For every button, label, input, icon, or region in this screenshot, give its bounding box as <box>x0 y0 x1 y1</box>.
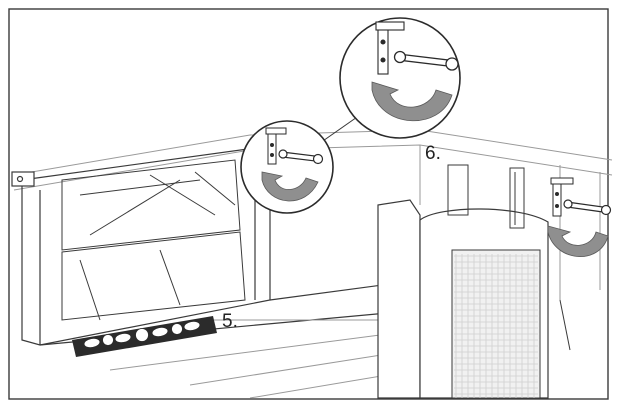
unit-grille <box>454 254 538 398</box>
wrench-icon <box>278 149 324 165</box>
wrench-icon <box>393 50 459 71</box>
step-6-label: 6. <box>425 143 441 164</box>
bracket-right <box>547 177 612 257</box>
wrench-icon <box>563 199 612 216</box>
louver-panel <box>61 159 246 321</box>
mount-rails <box>447 164 571 351</box>
step-5-label: 5. <box>222 311 238 332</box>
rotation-arrow-icon <box>547 225 609 257</box>
indoor-unit-front <box>377 199 549 399</box>
spirit-level-icon <box>72 316 217 357</box>
callout-large <box>339 17 461 139</box>
rotation-arrow-icon <box>261 171 319 202</box>
unit-housing <box>11 147 421 346</box>
bracket-icon <box>550 177 574 217</box>
callout-small <box>240 120 334 214</box>
bracket-icon <box>265 127 287 165</box>
bracket-icon <box>375 21 405 75</box>
frame-border <box>8 8 609 400</box>
rotation-arrow-icon <box>371 81 453 122</box>
